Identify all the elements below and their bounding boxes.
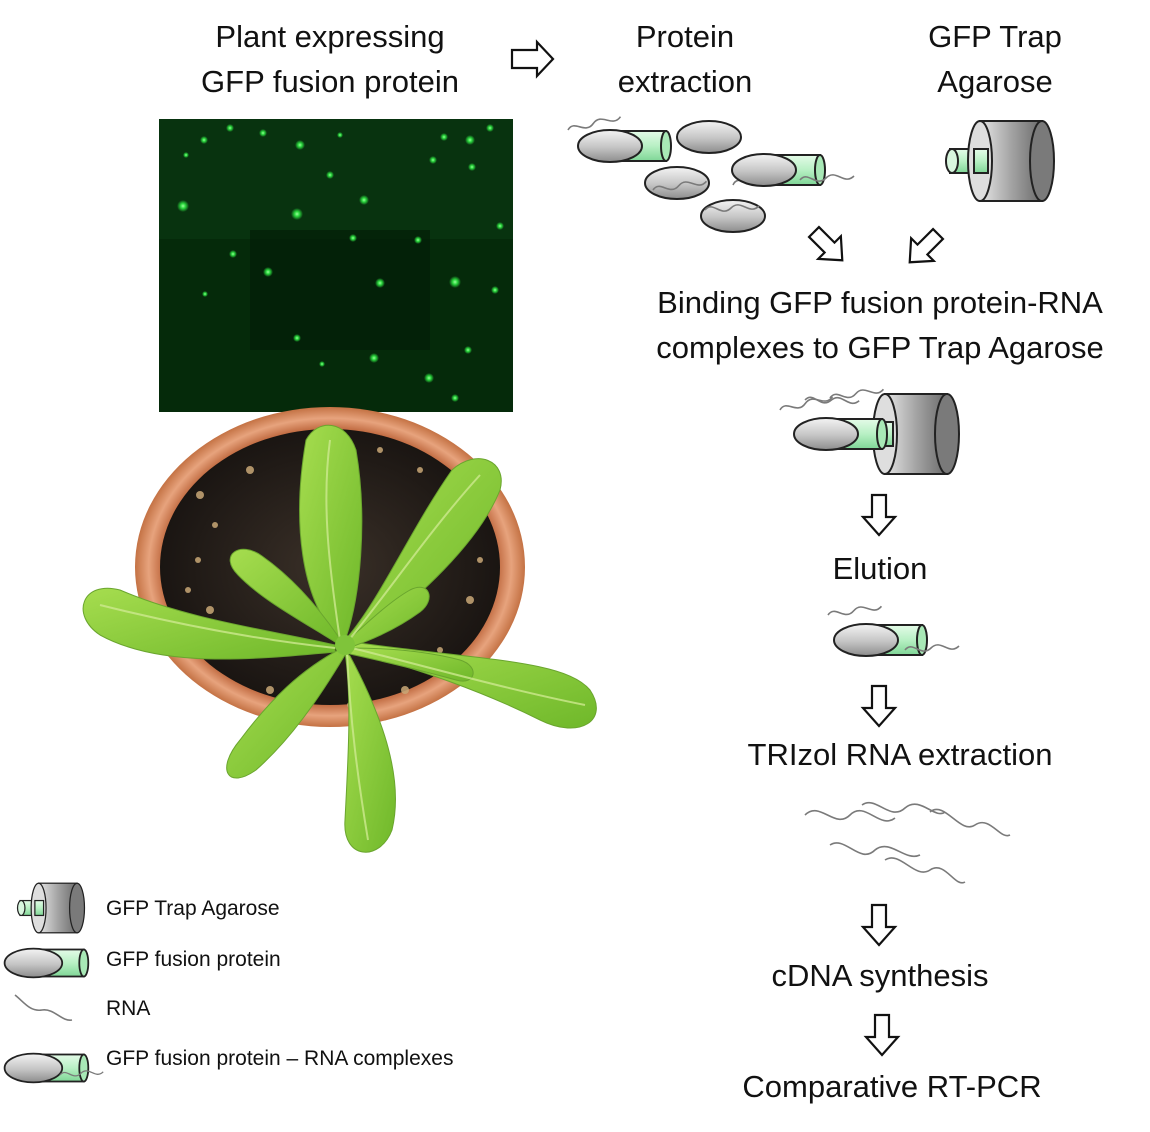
arrow-down-4 <box>866 1015 898 1055</box>
step-plant-title: Plant expressing GFP fusion protein <box>180 14 480 104</box>
step-trap-line2: Agarose <box>895 59 1095 104</box>
right-arrow <box>512 42 553 76</box>
step-extraction-line1: Protein <box>585 14 785 59</box>
gfp-trap-agarose-bead <box>946 121 1054 201</box>
arrow-down-2 <box>863 686 895 726</box>
bound-complex-illustration <box>779 388 959 474</box>
confocal-micrograph <box>159 119 513 412</box>
legend-complex-label: GFP fusion protein – RNA complexes <box>106 1047 453 1071</box>
arrow-diag-right <box>898 223 949 274</box>
step-trap-line1: GFP Trap <box>895 14 1095 59</box>
step-binding-line1: Binding GFP fusion protein-RNA <box>620 280 1140 325</box>
step-trap-title: GFP Trap Agarose <box>895 14 1095 104</box>
step-elution-title: Elution <box>760 546 1000 591</box>
eluted-complex-illustration <box>828 605 959 656</box>
step-binding-title: Binding GFP fusion protein-RNA complexes… <box>620 280 1140 370</box>
step-plant-line2: GFP fusion protein <box>180 59 480 104</box>
step-extraction-line2: extraction <box>585 59 785 104</box>
extraction-illustration <box>567 116 854 232</box>
legend-trap-label: GFP Trap Agarose <box>106 897 280 921</box>
legend-complex-icon <box>5 1054 104 1083</box>
step-trizol-title: TRIzol RNA extraction <box>700 732 1100 777</box>
step-binding-line2: complexes to GFP Trap Agarose <box>620 325 1140 370</box>
arrow-down-1 <box>863 495 895 535</box>
step-cdna-title: cDNA synthesis <box>730 953 1030 998</box>
plant-photo <box>83 407 596 852</box>
legend-fusion-label: GFP fusion protein <box>106 948 281 972</box>
legend-trap-icon <box>18 883 85 933</box>
legend-fusion-icon <box>5 949 89 978</box>
legend-icons <box>5 883 104 1082</box>
arrow-diag-left <box>803 221 854 272</box>
step-extraction-title: Protein extraction <box>585 14 785 104</box>
step-plant-line1: Plant expressing <box>180 14 480 59</box>
legend-rna-label: RNA <box>106 997 150 1021</box>
step-rtpcr-title: Comparative RT-PCR <box>700 1064 1084 1109</box>
legend-rna-icon <box>15 995 72 1020</box>
rna-strands-illustration <box>805 803 1010 883</box>
arrow-down-3 <box>863 905 895 945</box>
